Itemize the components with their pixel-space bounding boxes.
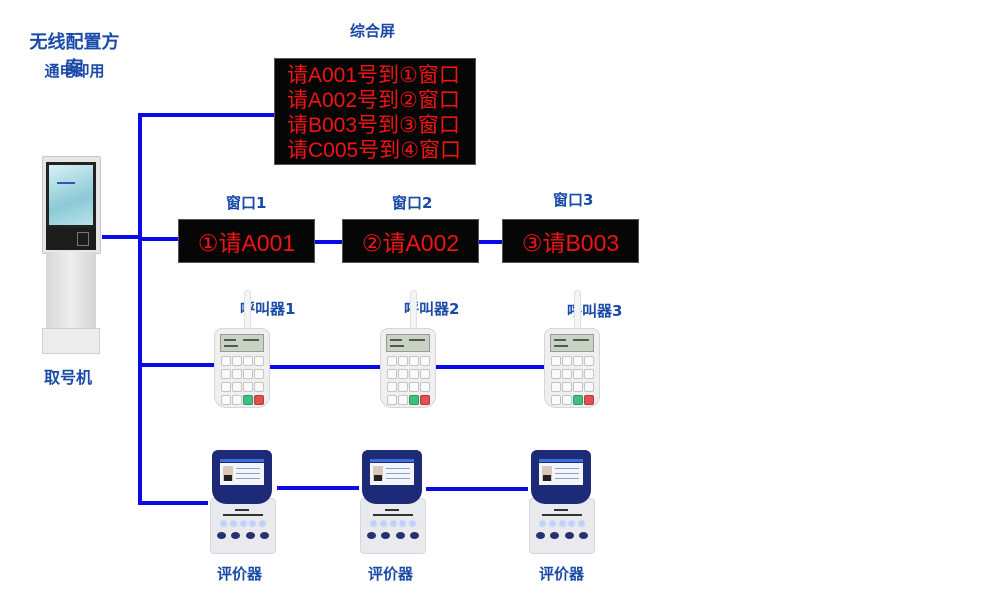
window-1-led-display: ①请A001: [178, 219, 315, 263]
diagram-title: 无线配置方案: [29, 32, 120, 79]
window-3-led-display: ③请B003: [502, 219, 639, 263]
wireless-pager-icon: [544, 290, 600, 408]
evaluation-device-icon: [210, 450, 276, 554]
main-display-line: 请A001号到①窗口: [287, 64, 460, 87]
window-3-label: 窗口3: [553, 191, 594, 209]
ticket-kiosk-icon: [42, 156, 101, 356]
connector-to-main-display: [138, 113, 274, 117]
connector-pager-2-3: [434, 365, 544, 369]
connector-from-kiosk: [102, 235, 142, 239]
main-display-line: 请A002号到②窗口: [287, 89, 460, 112]
main-display-line: 请B003号到③窗口: [287, 114, 460, 137]
window-2-led-display: ②请A002: [342, 219, 479, 263]
diagram-subtitle: 通电即用: [44, 62, 105, 80]
main-display-line: 请C005号到④窗口: [287, 139, 462, 162]
wireless-pager-icon: [214, 290, 270, 408]
pager-2-label: 呼叫器2: [404, 300, 460, 318]
wireless-pager-icon: [380, 290, 436, 408]
pager-1-label: 呼叫器1: [240, 300, 296, 318]
connector-to-pager-1: [138, 363, 214, 367]
kiosk-label: 取号机: [44, 368, 93, 387]
evaluation-device-icon: [360, 450, 426, 554]
window-1-label: 窗口1: [226, 194, 267, 212]
connector-evaluator-1-2: [277, 486, 359, 490]
main-led-display: 请A001号到①窗口 请A002号到②窗口 请B003号到③窗口 请C005号到…: [274, 58, 476, 165]
evaluator-1-label: 评价器: [217, 565, 263, 583]
connector-evaluator-2-3: [426, 487, 528, 491]
main-display-label: 综合屏: [350, 22, 396, 40]
window-2-label: 窗口2: [392, 194, 433, 212]
connector-to-evaluator-1: [138, 501, 208, 505]
evaluator-3-label: 评价器: [539, 565, 585, 583]
connector-pager-1-2: [270, 365, 380, 369]
evaluation-device-icon: [529, 450, 595, 554]
connector-window-1-2: [314, 240, 342, 244]
connector-trunk-vertical: [138, 113, 142, 505]
evaluator-2-label: 评价器: [368, 565, 414, 583]
connector-to-window-1: [138, 237, 178, 241]
ticket-kiosk: [42, 156, 101, 356]
connector-window-2-3: [478, 240, 502, 244]
